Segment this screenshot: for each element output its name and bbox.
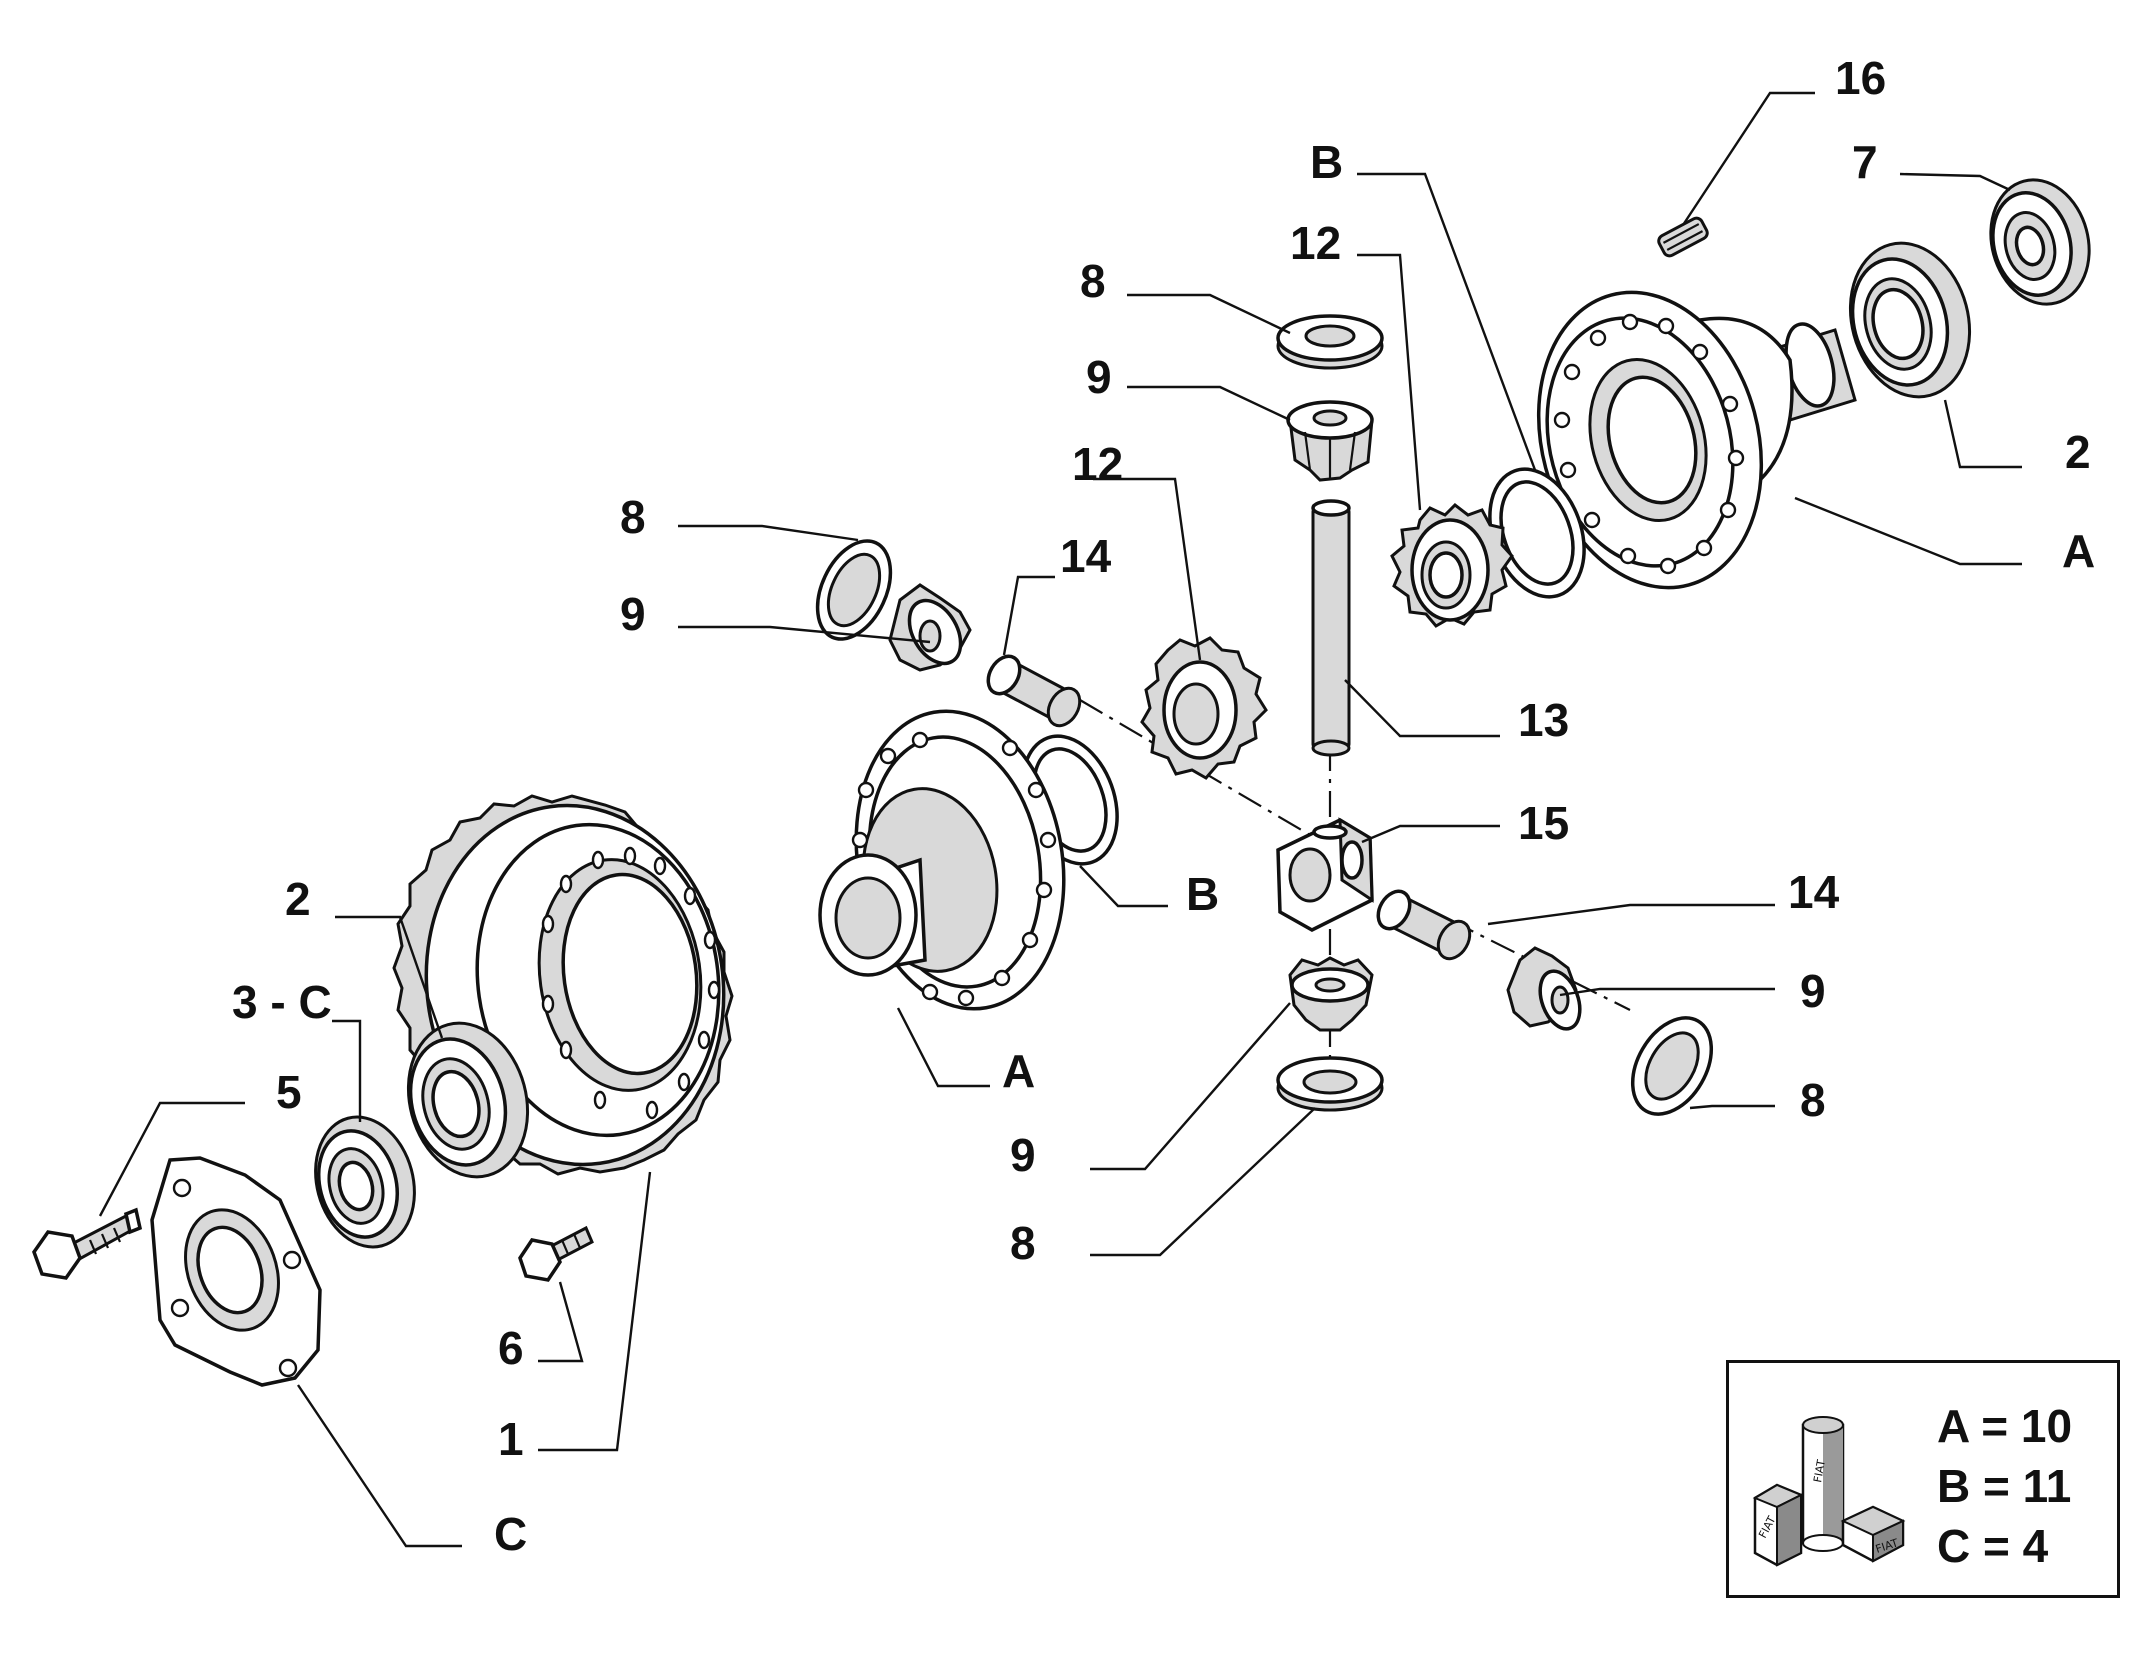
part-8-washer-right: [1630, 1016, 1714, 1116]
part-12-side-gear-top: [1390, 503, 1514, 628]
callout-8-right: 8: [1800, 1074, 1826, 1126]
ring-gear-bolt-holes: [541, 846, 721, 1120]
callout-1: 1: [498, 1413, 524, 1465]
callout-5: 5: [276, 1066, 302, 1118]
callout-2-left: 2: [285, 873, 311, 925]
part-9-pinion-right: [1506, 946, 1582, 1031]
callout-labels: 16 7 B 12 8 9 2 A 12 8 14 9 13 15 B 14 2…: [232, 52, 2095, 1560]
callout-A-right: A: [2062, 525, 2095, 577]
fiat-label-center: FIAT: [1811, 1458, 1828, 1483]
part-14-spacer-right: [1376, 889, 1472, 961]
callout-C: C: [494, 1508, 527, 1560]
part-2-bearing-left: [406, 1021, 530, 1179]
callout-B-top: B: [1310, 136, 1343, 188]
legend-box: FIAT FIAT FIAT A = 10 B = 11 C = 4: [1726, 1360, 2120, 1598]
case-right-bolt-holes: [1553, 313, 1745, 575]
part-2-bearing-right: [1848, 241, 1972, 399]
part-13-pinion-shaft: [1311, 499, 1351, 757]
callout-9-bottom: 9: [1010, 1129, 1036, 1181]
fiat-kit-icon: FIAT FIAT FIAT: [1752, 1416, 1906, 1567]
part-C-bearing-cap: [150, 1156, 322, 1387]
part-7-seal: [1989, 178, 2091, 306]
part-9-pinion-left: [888, 583, 972, 672]
legend-line-C: C = 4: [1937, 1520, 2049, 1572]
part-8-washer-left: [815, 539, 893, 641]
callout-14-right: 14: [1788, 866, 1840, 918]
part-16-roll-pin: [1657, 216, 1709, 258]
leader-lines: [98, 91, 2022, 1548]
part-6-bolt: [518, 1225, 594, 1282]
callout-13: 13: [1518, 694, 1569, 746]
callout-A-mid: A: [1002, 1045, 1035, 1097]
callout-12-mid: 12: [1072, 438, 1123, 490]
callout-9-top: 9: [1086, 351, 1112, 403]
callout-6: 6: [498, 1322, 524, 1374]
part-A-case-mid: [818, 709, 1066, 1011]
part-3C-seal: [314, 1115, 416, 1249]
callout-8-left: 8: [620, 491, 646, 543]
legend-line-B: B = 11: [1937, 1460, 2072, 1512]
part-8-washer-bottom: [1276, 1056, 1384, 1112]
callout-9-left: 9: [620, 588, 646, 640]
part-14-spacer-left: [986, 654, 1082, 728]
callout-8-top: 8: [1080, 255, 1106, 307]
callout-9-right: 9: [1800, 965, 1826, 1017]
legend-line-A: A = 10: [1937, 1400, 2073, 1452]
callout-15: 15: [1518, 797, 1569, 849]
callout-7: 7: [1852, 136, 1878, 188]
part-12-side-gear-mid: [1140, 636, 1268, 780]
callout-8-bottom: 8: [1010, 1217, 1036, 1269]
part-15-cross-block: [1276, 817, 1374, 932]
callout-16: 16: [1835, 52, 1886, 104]
callout-B-mid: B: [1186, 868, 1219, 920]
part-5-bolt: [32, 1207, 143, 1280]
part-8-washer-top: [1276, 314, 1384, 370]
part-9-pinion-bottom: [1288, 956, 1374, 1032]
case-mid-bolt-holes: [851, 731, 1057, 1007]
callout-3-C: 3 - C: [232, 976, 332, 1028]
part-9-pinion-top: [1286, 400, 1374, 482]
callout-12-top: 12: [1290, 217, 1341, 269]
callout-14-top: 14: [1060, 530, 1112, 582]
part-A-case-right: [1536, 290, 1857, 590]
callout-2-right: 2: [2065, 426, 2091, 478]
